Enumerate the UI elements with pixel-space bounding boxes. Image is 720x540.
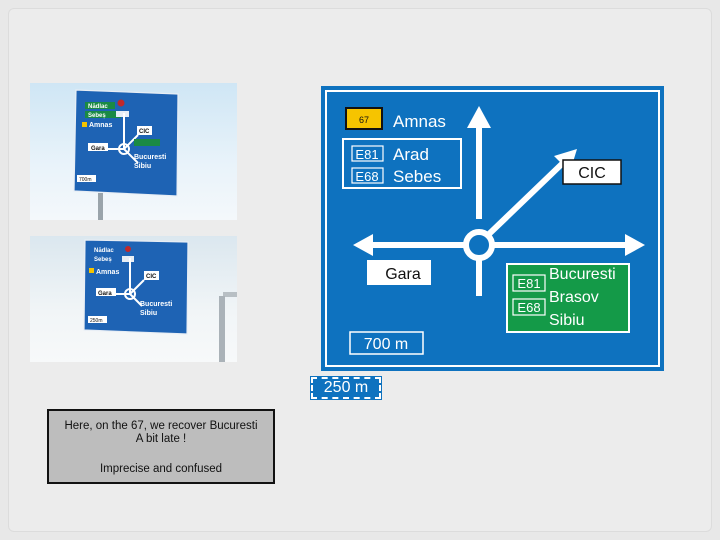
- road-sign-photo-1: Nădlac Sebeș Amnas CIC Gara Bucuresti Si…: [30, 83, 237, 220]
- arrow-west-head: [353, 234, 373, 256]
- arrow-north-head: [467, 106, 491, 128]
- photo1-text-1: Sebeș: [88, 113, 106, 119]
- roundabout-circle: [463, 229, 495, 261]
- caption-line-3: Imprecise and confused: [99, 463, 223, 475]
- e81-bottom-box: [512, 274, 546, 292]
- amnas-label: Amnas: [393, 112, 446, 131]
- direction-sign-diagram: 67 Amnas E81 Arad E68 Sebes CIC Gara E81…: [321, 86, 664, 371]
- route-67-badge: [345, 107, 383, 130]
- arad-label: Arad: [393, 145, 429, 164]
- photo2-text-5: Bucuresti: [140, 301, 172, 308]
- e81-top-box: [351, 145, 384, 162]
- gara-label: Gara: [385, 266, 421, 283]
- gara-panel: [367, 260, 431, 285]
- photo2-text-0: Nădlac: [94, 248, 114, 254]
- distance-700-label: 700 m: [364, 336, 408, 353]
- e68-bottom-label: E68: [517, 300, 540, 315]
- caption-box: Here, on the 67, we recover Bucuresti A …: [47, 409, 275, 484]
- photo2-text-1: Sebeș: [94, 257, 112, 263]
- e81-top-label: E81: [355, 147, 378, 162]
- e68-top-box: [351, 167, 384, 184]
- route-67-label: 67: [359, 115, 369, 125]
- sibiu-label: Sibiu: [549, 312, 585, 329]
- photo2-text-2: Amnas: [96, 269, 119, 276]
- photo2-text-7: 250m: [90, 318, 103, 324]
- distance-700-panel: [349, 331, 424, 355]
- caption-line-2: A bit late !: [135, 433, 187, 445]
- photo1-text-0: Nădlac: [88, 104, 108, 110]
- photo1-text-2: Amnas: [89, 122, 112, 129]
- photo2-text-6: Sibiu: [140, 310, 157, 317]
- e68-bottom-box: [512, 298, 546, 316]
- photo1-text-7: 700m: [79, 177, 92, 183]
- distance-250-panel: 250 m: [310, 376, 382, 400]
- distance-250-label: 250 m: [323, 379, 369, 396]
- photo2-text-3: CIC: [146, 274, 157, 280]
- photo1-text-5: Bucuresti: [134, 154, 166, 161]
- arrow-northeast: [486, 157, 569, 237]
- e68-top-label: E68: [355, 169, 378, 184]
- brasov-label: Brasov: [549, 289, 599, 306]
- caption-line-1: Here, on the 67, we recover Bucuresti: [64, 420, 258, 432]
- cic-label: CIC: [578, 165, 606, 182]
- photo1-text-3: CIC: [139, 129, 150, 135]
- e81-bottom-label: E81: [517, 276, 540, 291]
- arad-sebes-panel: [342, 138, 462, 189]
- road-sign-photo-2: Nădlac Sebeș Amnas CIC Gara Bucuresti Si…: [30, 236, 237, 362]
- sebes-label: Sebes: [393, 167, 441, 186]
- photo1-text-4: Gara: [91, 146, 105, 152]
- arrow-east-head: [625, 234, 645, 256]
- bucuresti-label: Bucuresti: [549, 266, 616, 283]
- photo2-text-4: Gara: [98, 291, 112, 297]
- photo1-text-6: Sibiu: [134, 163, 151, 170]
- cic-panel: [562, 159, 622, 185]
